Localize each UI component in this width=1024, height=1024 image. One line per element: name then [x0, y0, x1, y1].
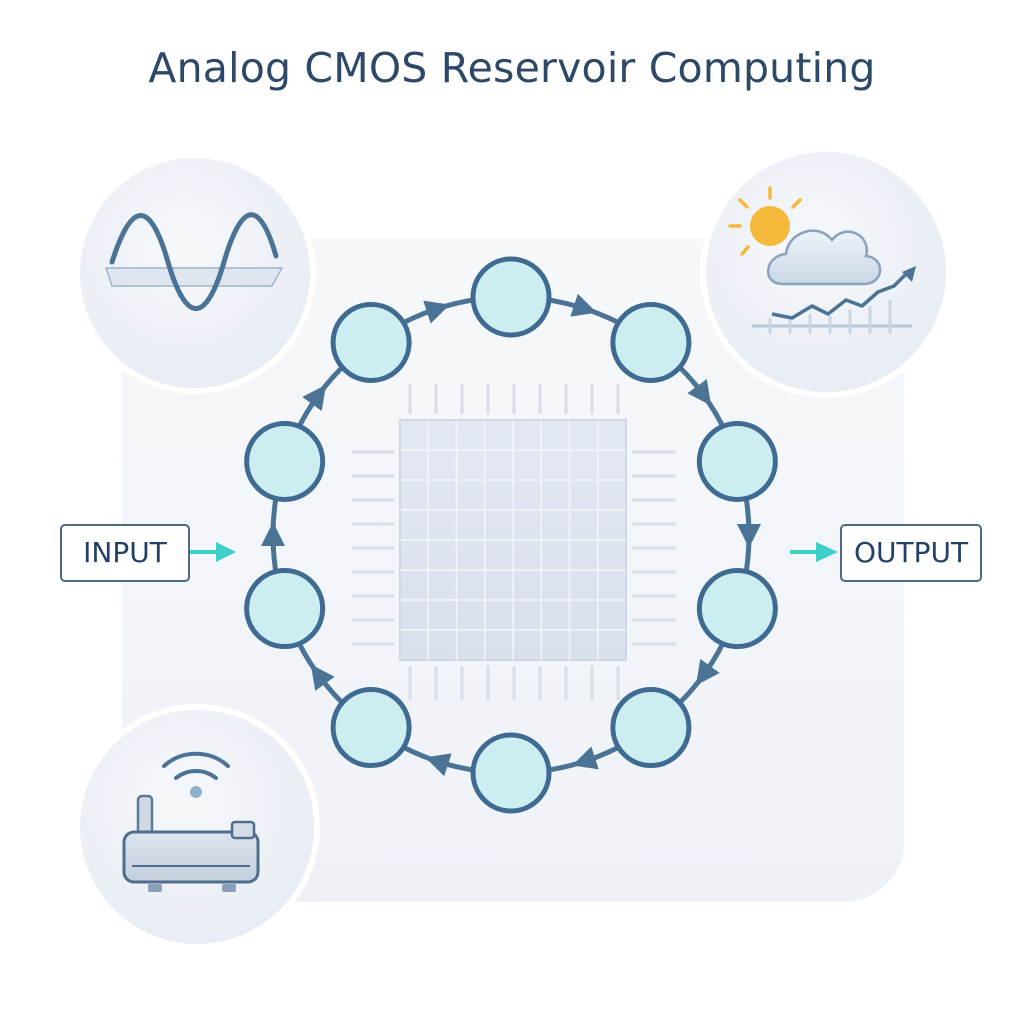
reservoir-node [470, 732, 552, 814]
input-label: INPUT [83, 536, 167, 569]
wireless-router-icon [122, 751, 260, 892]
ring-arrow [425, 753, 452, 777]
icon-circle-bottom-left [80, 710, 314, 944]
output-box: OUTPUT [840, 524, 982, 582]
reservoir-node [330, 687, 412, 769]
sun-icon [728, 186, 802, 256]
reservoir-node [244, 568, 326, 650]
reservoir-node [610, 687, 692, 769]
input-arrow-icon [190, 542, 236, 562]
weather-forecast-chart-icon [728, 186, 916, 334]
output-arrow-icon [790, 542, 838, 562]
input-box: INPUT [60, 524, 190, 582]
reservoir-node [330, 301, 412, 383]
ring-arrow [570, 293, 597, 317]
reservoir-node [696, 568, 778, 650]
cloud-icon [766, 229, 882, 286]
ring-arrow [310, 664, 335, 691]
reservoir-node [244, 420, 326, 502]
ring-arrow [572, 746, 599, 770]
ring-arrows [261, 293, 761, 777]
reservoir-node [610, 301, 692, 383]
page-title: Analog CMOS Reservoir Computing [148, 44, 876, 92]
wifi-signal-icon [162, 751, 230, 798]
ring-arrow [687, 379, 712, 406]
ring-arrow [423, 300, 450, 324]
ring-arrow [302, 384, 327, 412]
cmos-chip-grid-icon [352, 384, 676, 700]
sine-wave-icon [104, 212, 284, 311]
output-label: OUTPUT [853, 536, 969, 569]
ring-arrow [261, 522, 285, 546]
ring-arrow [695, 658, 720, 686]
reservoir-node [470, 256, 552, 338]
reservoir-nodes [244, 256, 778, 814]
reservoir-node [696, 420, 778, 502]
ring-arrow [737, 524, 761, 548]
